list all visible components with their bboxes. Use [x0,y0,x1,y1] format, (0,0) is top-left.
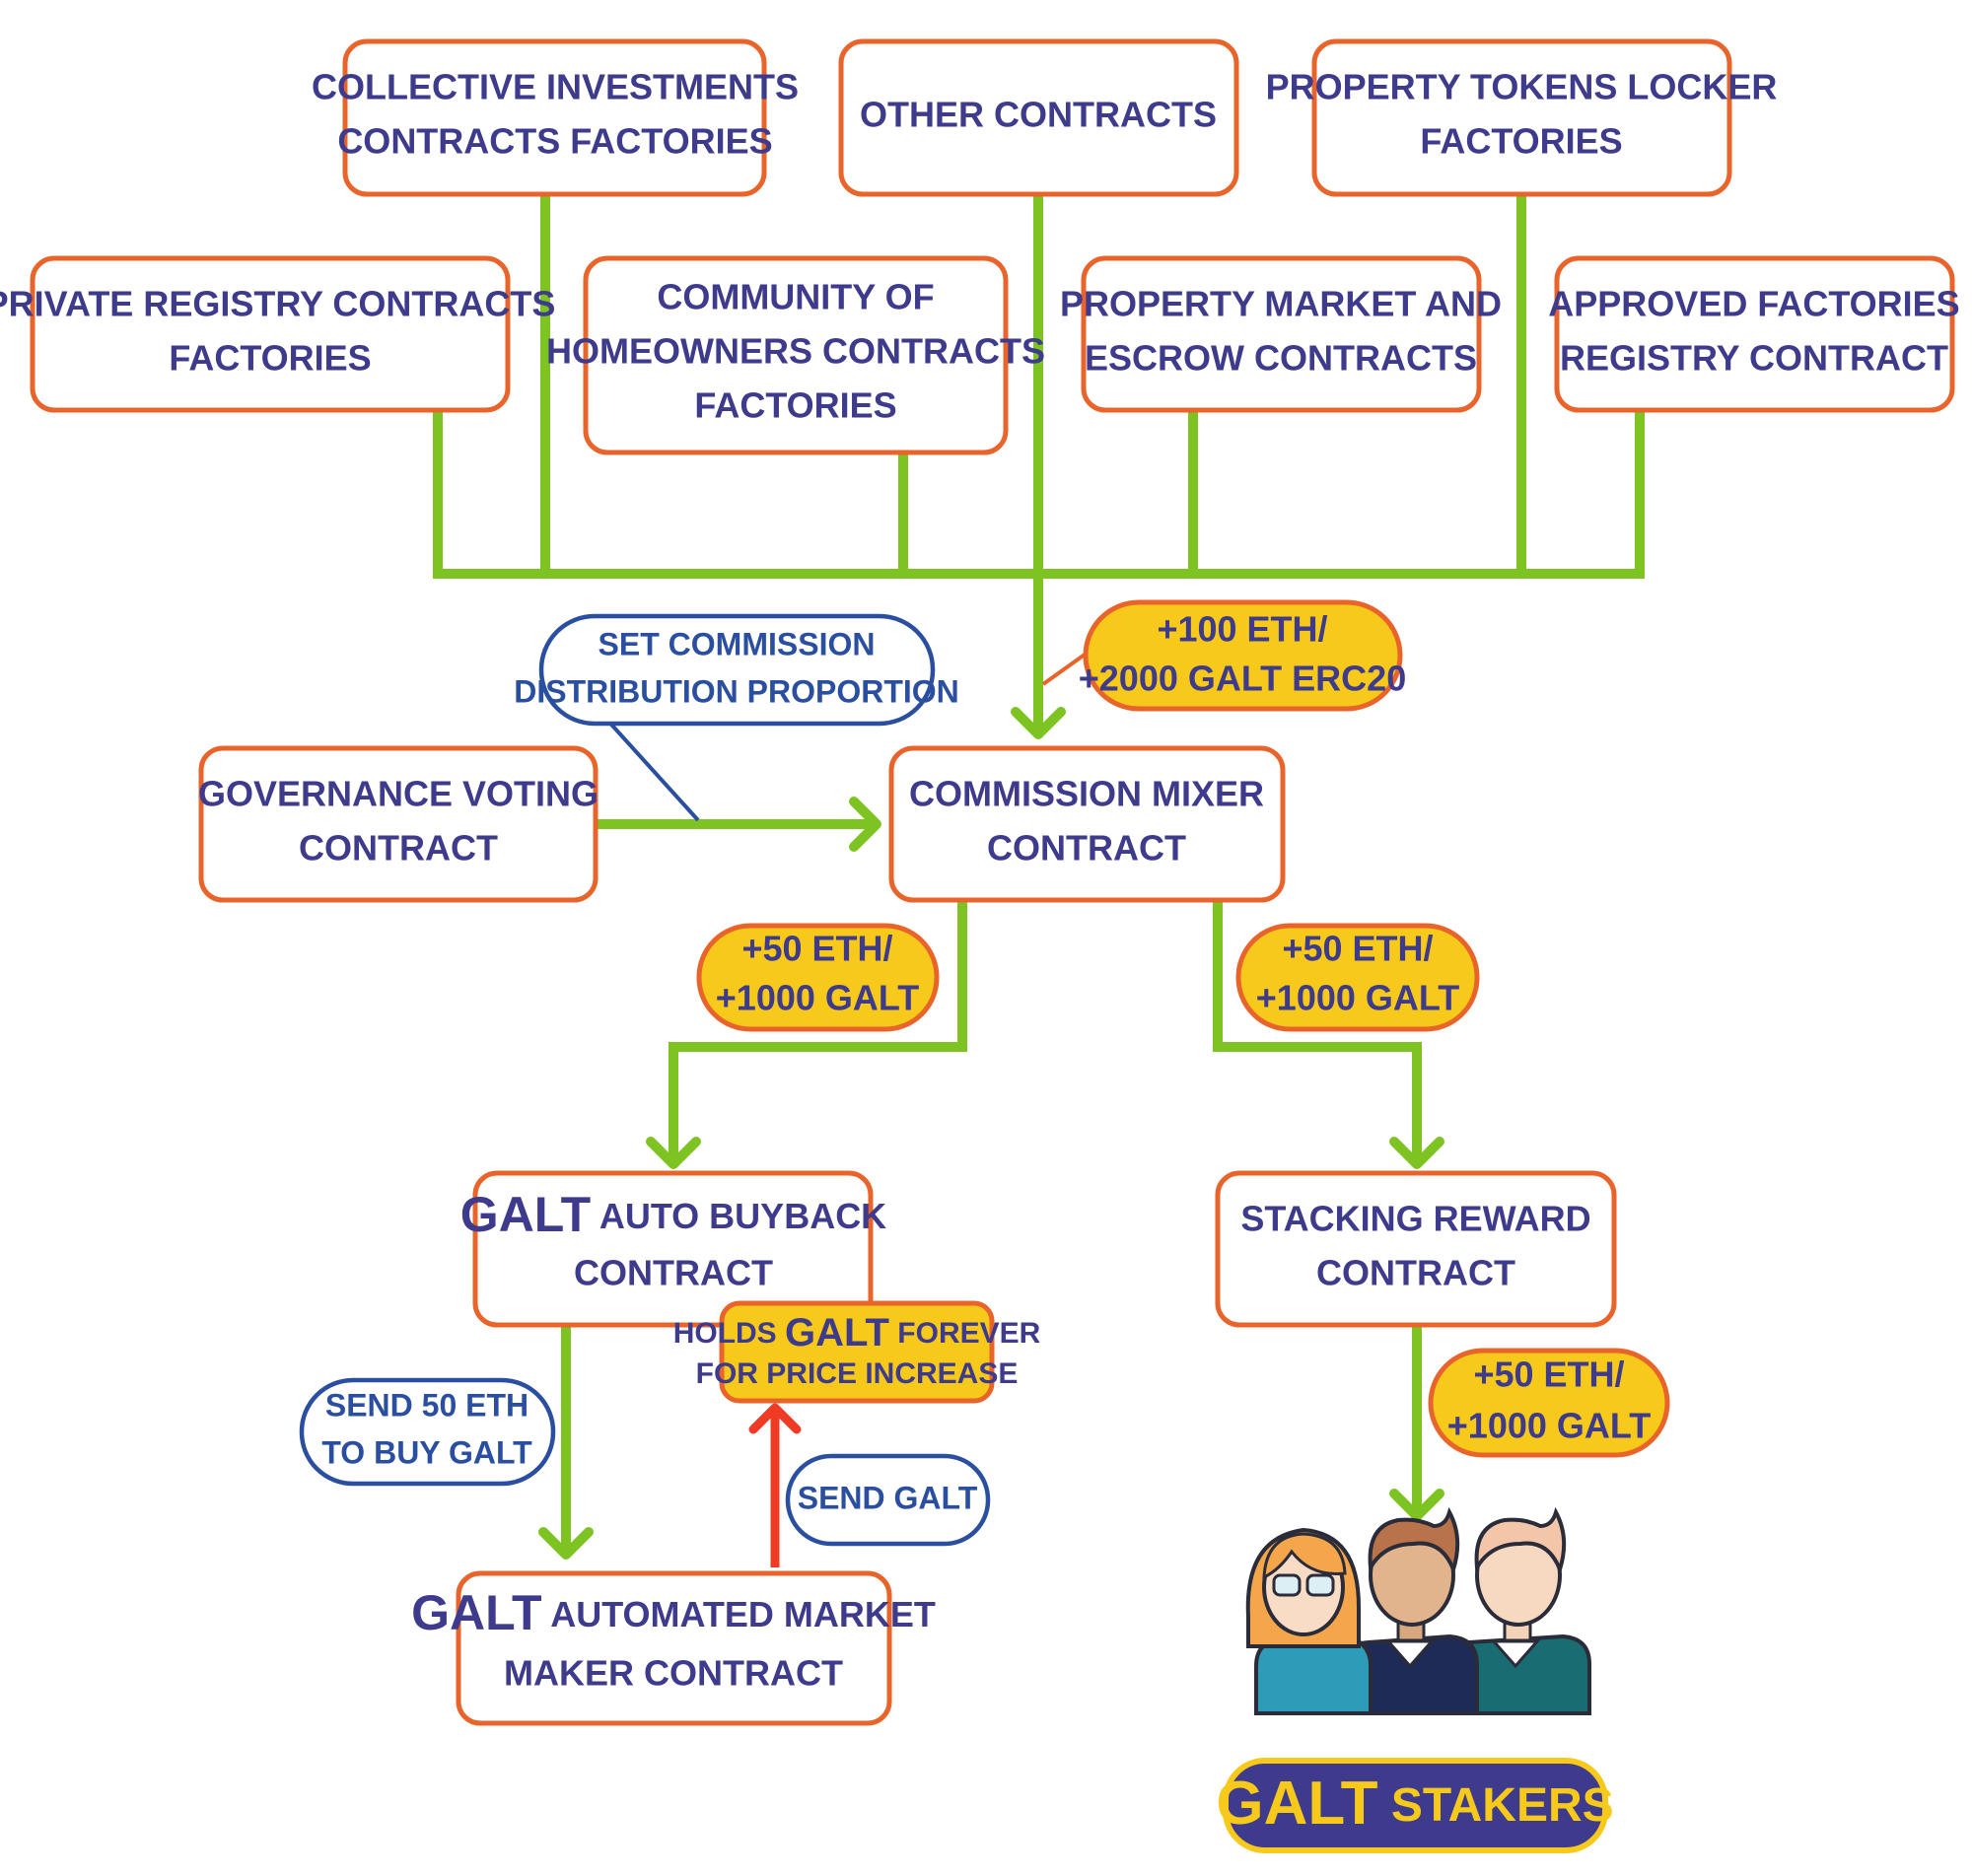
other-contracts-box: OTHER CONTRACTS [838,38,1239,197]
stakers-text: GALT STAKERS [1216,1770,1613,1838]
mixer-line-2: CONTRACT [987,828,1186,869]
market-line-1: PROPERTY MARKET AND [1060,284,1502,324]
left-pill-line-2: +1000 GALT [716,978,919,1018]
governance-voting-box: GOVERNANCE VOTING CONTRACT [198,745,599,903]
stakers-brand: GALT [1216,1770,1377,1838]
governance-line-2: CONTRACT [299,828,498,869]
arrowhead-staking [1389,1137,1444,1169]
arrowhead-amm [538,1527,594,1560]
stakers-word: STAKERS [1391,1779,1614,1832]
stakers-illustration [1245,1506,1591,1715]
set-commission-note: SET COMMISSION DISTRIBUTION PROPORTION [514,613,959,727]
arrowhead-mixer [1011,707,1066,739]
send-50-eth-note: SEND 50 ETH TO BUY GALT [299,1377,556,1487]
approved-factories-box: APPROVED FACTORIES REGISTRY CONTRACT [1548,255,1960,413]
community-line-1: COMMUNITY OF [657,277,934,317]
arrowhead-governance [849,797,881,852]
holds-brand: GALT [785,1311,889,1355]
stacking-reward-box: STACKING REWARD CONTRACT [1215,1170,1617,1328]
buyback-line-2: CONTRACT [574,1253,773,1293]
galt-automated-market-maker-box: GALT AUTOMATED MARKET MAKER CONTRACT [411,1570,936,1726]
buyback-line-1-rest: AUTO BUYBACK [599,1196,886,1236]
buyback-share-pill: +50 ETH/ +1000 GALT [696,923,940,1032]
total-pill-line-1: +100 ETH/ [1157,609,1327,650]
holds-line-1: HOLDS GALT FOREVER [673,1311,1041,1355]
send-eth-line-2: TO BUY GALT [321,1434,532,1470]
collective-line-2: CONTRACTS FACTORIES [337,121,772,162]
property-market-box: PROPERTY MARKET AND ESCROW CONTRACTS [1060,255,1502,413]
community-homeowners-box: COMMUNITY OF HOMEOWNERS CONTRACTS FACTOR… [546,255,1045,455]
approved-line-2: REGISTRY CONTRACT [1560,338,1948,379]
governance-line-1: GOVERNANCE VOTING [198,774,599,814]
galt-stakers-label: GALT STAKERS [1216,1758,1614,1853]
connectors [433,194,1645,1560]
set-commission-line-1: SET COMMISSION [599,626,876,661]
staking-line-1: STACKING REWARD [1240,1199,1590,1239]
holds-word-1: HOLDS [673,1317,777,1350]
community-line-3: FACTORIES [694,385,896,426]
left-pill-line-1: +50 ETH/ [741,929,892,969]
commission-mixer-box: COMMISSION MIXER CONTRACT [888,745,1286,903]
arrowhead-stakers [1389,1489,1444,1521]
stakers-pill-line-1: +50 ETH/ [1473,1355,1624,1395]
send-galt-arrow [748,1403,802,1567]
stakers-reward-pill: +50 ETH/ +1000 GALT [1428,1348,1670,1458]
female-staker-icon [1245,1527,1373,1715]
collective-line-1: COLLECTIVE INVESTMENTS [312,67,799,107]
send-galt-note: SEND GALT [785,1453,991,1547]
private-registry-line-2: FACTORIES [169,338,371,379]
right-pill-line-2: +1000 GALT [1256,978,1459,1018]
send-eth-line-1: SEND 50 ETH [325,1387,528,1423]
property-tokens-locker-box: PROPERTY TOKENS LOCKER FACTORIES [1266,38,1778,197]
holds-word-2: FOREVER [897,1317,1040,1350]
total-commission-pill: +100 ETH/ +2000 GALT ERC20 [1079,599,1406,712]
buyback-line-1: GALT AUTO BUYBACK [460,1187,886,1242]
holds-line-2: FOR PRICE INCREASE [696,1357,1019,1390]
community-line-2: HOMEOWNERS CONTRACTS [546,331,1045,372]
amm-brand: GALT [411,1585,541,1640]
set-commission-callout-line [601,714,700,822]
collective-investments-box: COLLECTIVE INVESTMENTS CONTRACTS FACTORI… [312,38,799,197]
galt-auto-buyback-box: GALT AUTO BUYBACK CONTRACT [460,1170,886,1328]
red-arrowhead [748,1403,802,1434]
market-line-2: ESCROW CONTRACTS [1085,338,1477,379]
connector-mixer-to-staking [1213,900,1422,1163]
locker-line-1: PROPERTY TOKENS LOCKER [1266,67,1778,107]
private-registry-box: PRIVATE REGISTRY CONTRACTS FACTORIES [0,255,555,413]
amm-line-1: GALT AUTOMATED MARKET [411,1585,936,1640]
holds-galt-forever-pill: HOLDS GALT FOREVER FOR PRICE INCREASE [673,1300,1041,1404]
right-pill-line-1: +50 ETH/ [1282,929,1433,969]
total-pill-callout-line [1041,653,1087,686]
amm-line-2: MAKER CONTRACT [504,1653,843,1694]
approved-line-1: APPROVED FACTORIES [1548,284,1959,324]
send-galt-label: SEND GALT [798,1480,978,1515]
other-contracts-line-1: OTHER CONTRACTS [860,95,1217,135]
set-commission-line-2: DISTRIBUTION PROPORTION [514,673,959,709]
staking-share-pill: +50 ETH/ +1000 GALT [1235,923,1480,1032]
amm-line-1-rest: AUTOMATED MARKET [550,1594,936,1634]
total-pill-line-2: +2000 GALT ERC20 [1079,659,1406,699]
mixer-line-1: COMMISSION MIXER [909,774,1264,814]
stakers-pill-line-2: +1000 GALT [1447,1406,1651,1446]
male-staker-icon [1339,1506,1479,1715]
connector-mixer-to-buyback [669,900,967,1163]
staking-line-2: CONTRACT [1316,1253,1515,1293]
locker-line-2: FACTORIES [1420,121,1622,162]
private-registry-line-1: PRIVATE REGISTRY CONTRACTS [0,284,555,324]
arrowhead-buyback [646,1137,701,1169]
buyback-brand: GALT [460,1187,591,1242]
